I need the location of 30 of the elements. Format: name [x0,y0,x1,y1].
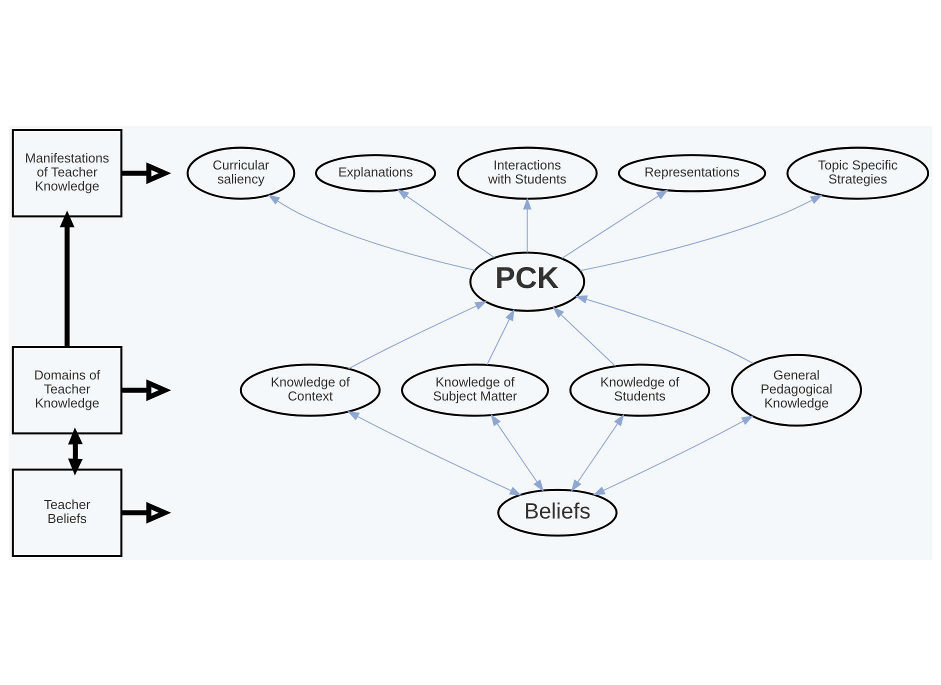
node-box: Domains of Teacher Knowledge [12,346,122,434]
arrow [122,501,172,524]
node-ellipse: Beliefs [497,488,618,536]
arrow [523,196,532,252]
arrow [348,300,488,369]
node-ellipse: Knowledge of Students [569,363,710,416]
node-ellipse: Topic Specific Strategies [786,146,930,200]
arrow [122,378,172,401]
arrow [580,194,823,271]
node-ellipse: Knowledge of Context [240,363,381,416]
node-ellipse: Curricular saliency [186,146,296,200]
arrow [592,414,754,495]
node-ellipse: Explanations [315,154,436,192]
arrow [268,194,476,270]
node-ellipse: Knowledge of Subject Matter [401,363,550,416]
arrow [575,294,754,364]
arrow [571,413,624,492]
arrow [122,162,172,184]
arrow [60,210,74,346]
arrow [562,188,668,258]
arrow [486,308,515,364]
arrow [490,413,544,492]
node-ellipse: Representations [618,154,766,192]
arrow [68,426,83,476]
node-ellipse: Interactions with Students [456,146,598,200]
arrow [396,188,495,258]
arrow [347,410,522,496]
node-box: Teacher Beliefs [12,468,122,556]
arrow [552,306,616,366]
node-box: Manifestations of Teacher Knowledge [12,128,122,217]
